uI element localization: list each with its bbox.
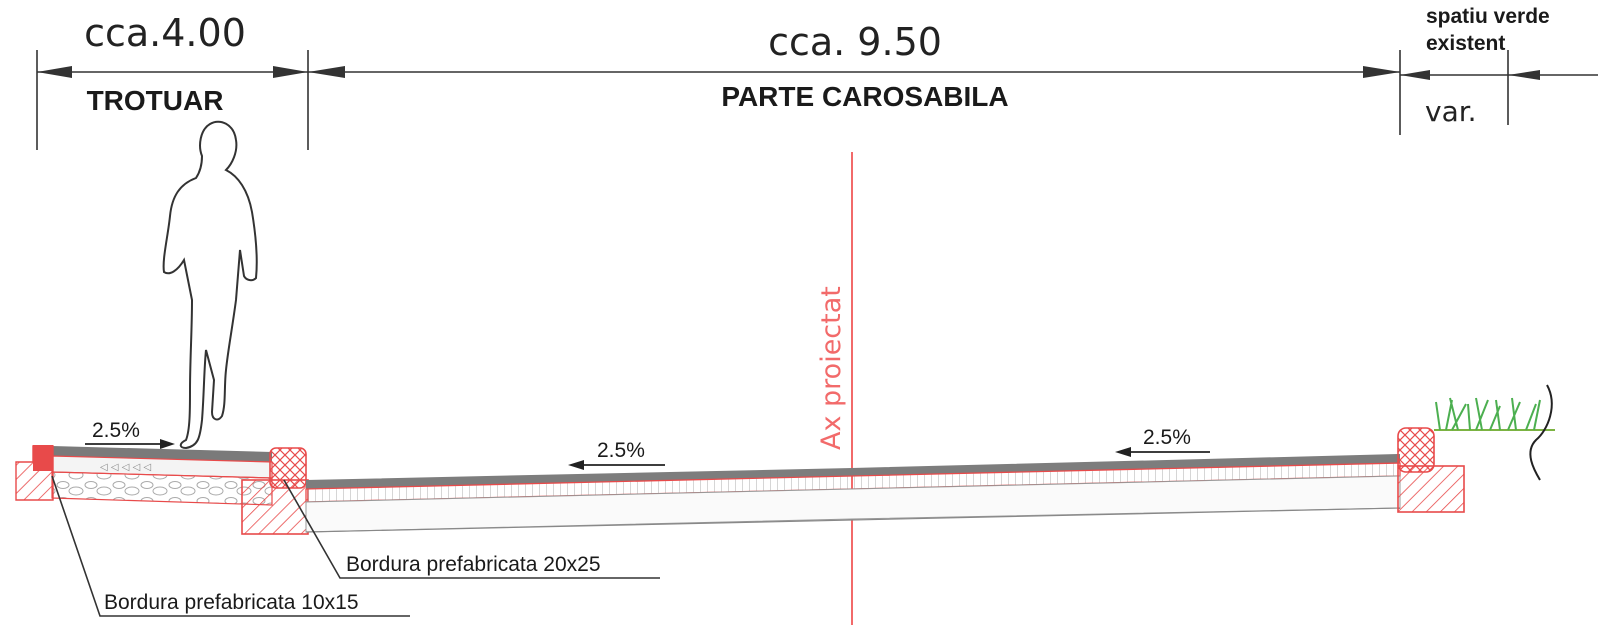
green-space-label-line2: existent	[1426, 32, 1505, 55]
arrow-icon	[160, 439, 175, 449]
dimension-sidewalk: cca.4.00 TROTUAR	[36, 11, 309, 150]
callout-curb-small-text: Bordura prefabricata 10x15	[104, 591, 359, 614]
curb-right	[1397, 427, 1465, 513]
slope-sidewalk-label: 2.5%	[92, 419, 140, 442]
curb-large	[241, 447, 309, 535]
slope-sidewalk: 2.5%	[85, 419, 175, 449]
arrowhead-icon	[308, 66, 345, 78]
arrow-icon	[1115, 447, 1131, 457]
arrowhead-icon	[1508, 70, 1540, 80]
person-silhouette-icon	[162, 120, 258, 450]
sidewalk-label: TROTUAR	[87, 85, 224, 116]
grass-icon	[1435, 397, 1541, 431]
callout-curb-large-text: Bordura prefabricata 20x25	[346, 553, 601, 576]
dimension-green-space: spatiu verde existent var.	[1400, 5, 1598, 128]
roadway-structure	[305, 454, 1401, 533]
axis-label: Ax proiectat	[816, 286, 847, 450]
curb-small	[15, 445, 54, 501]
slope-road-right: 2.5%	[1115, 426, 1210, 457]
green-space-label-line1: spatiu verde	[1426, 5, 1550, 28]
arrowhead-icon	[1363, 66, 1400, 78]
arrow-icon	[568, 460, 584, 470]
roadway-width: cca. 9.50	[768, 20, 942, 64]
arrowhead-icon	[37, 66, 72, 78]
sidewalk-structure: ◁ ◁ ◁ ◁ ◁	[51, 446, 273, 506]
roadway-label: PARTE CAROSABILA	[721, 81, 1008, 112]
slope-road-right-label: 2.5%	[1143, 426, 1191, 449]
sidewalk-width: cca.4.00	[84, 11, 246, 55]
green-space-width: var.	[1425, 95, 1477, 128]
callout-curb-small: Bordura prefabricata 10x15	[51, 475, 410, 617]
svg-text:◁ ◁ ◁ ◁ ◁: ◁ ◁ ◁ ◁ ◁	[100, 462, 151, 473]
design-axis: Ax proiectat	[816, 152, 853, 625]
slope-road-left: 2.5%	[568, 439, 665, 470]
green-verge	[1434, 384, 1555, 481]
arrowhead-icon	[1400, 70, 1430, 80]
arrowhead-icon	[273, 66, 308, 78]
callout-curb-large: Bordura prefabricata 20x25	[283, 479, 660, 579]
dimension-roadway: cca. 9.50 PARTE CAROSABILA	[308, 20, 1401, 135]
slope-road-left-label: 2.5%	[597, 439, 645, 462]
